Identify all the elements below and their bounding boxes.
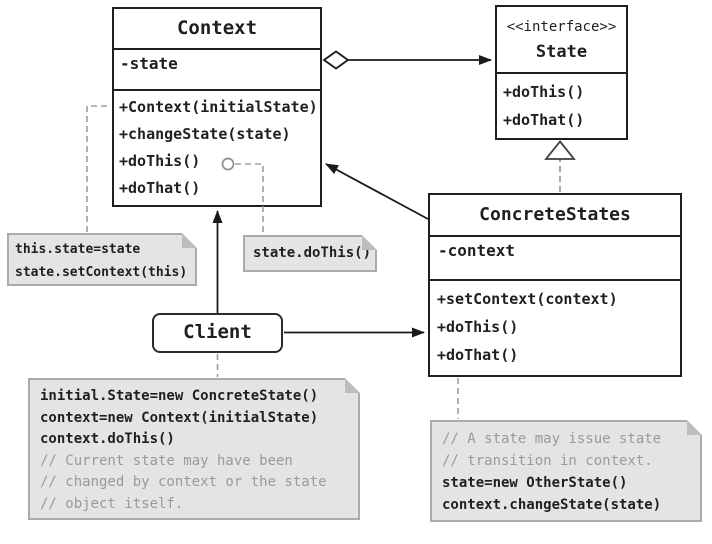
client-box: Client xyxy=(152,313,283,353)
note-line: context.doThis() xyxy=(40,431,175,447)
note-line: initial.State=new ConcreteState() xyxy=(40,388,319,404)
note-comment-line: // A state may issue state xyxy=(442,431,662,447)
class-state-interface: <<interface>> State +doThis() +doThat() xyxy=(495,5,628,140)
note-comment-line: // Current state may have been xyxy=(40,452,293,469)
realization-triangle-icon xyxy=(544,140,576,160)
note-comment-line: // transition in context. xyxy=(442,453,653,469)
note-line: this.state=state xyxy=(15,242,141,257)
context-method-dothat: +doThat() xyxy=(119,179,201,197)
note-comment-line: // changed by context or the state xyxy=(40,474,327,490)
state-method-dothat: +doThat() xyxy=(503,111,585,129)
note-client-code: initial.State=new ConcreteState() contex… xyxy=(28,378,360,520)
class-concretestates: ConcreteStates -context +setContext(cont… xyxy=(428,193,682,377)
note-state-dothis: state.doThis() xyxy=(243,235,377,272)
concretestates-method-dothat: +doThat() xyxy=(437,346,519,364)
concretestates-method-dothis: +doThis() xyxy=(437,318,519,336)
class-state-name: State xyxy=(535,42,588,62)
note-state-transition: // A state may issue state // transition… xyxy=(430,420,702,522)
class-context-name: Context xyxy=(114,9,320,50)
client-label: Client xyxy=(183,321,252,343)
note-comment-line: // object itself. xyxy=(40,495,184,512)
concretestates-attribute-context: -context xyxy=(438,241,516,260)
association-concretestates-context-line xyxy=(325,163,429,220)
class-concretestates-name: ConcreteStates xyxy=(430,195,680,237)
note-line: state.setContext(this) xyxy=(15,265,188,280)
note-line: context.changeState(state) xyxy=(442,497,662,513)
note-line: context=new Context(initialState) xyxy=(40,409,319,426)
state-stereotype: <<interface>> xyxy=(506,19,617,35)
class-context: Context -state +Context(initialState) +c… xyxy=(112,7,322,207)
context-method-dothis: +doThis() xyxy=(119,152,201,170)
aggregation-diamond-icon xyxy=(322,50,350,70)
context-attribute-state: -state xyxy=(120,54,178,73)
context-method-changestate: +changeState(state) xyxy=(119,125,291,143)
note-line: state.doThis() xyxy=(253,245,372,261)
context-method-constructor: +Context(initialState) xyxy=(119,98,318,116)
note-line: state=new OtherState() xyxy=(442,475,628,491)
note-set-context-connector xyxy=(86,105,111,232)
concretestates-method-setcontext: +setContext(context) xyxy=(437,290,618,308)
note-set-context: this.state=state state.setContext(this) xyxy=(7,233,197,286)
state-method-dothis: +doThis() xyxy=(503,83,585,101)
